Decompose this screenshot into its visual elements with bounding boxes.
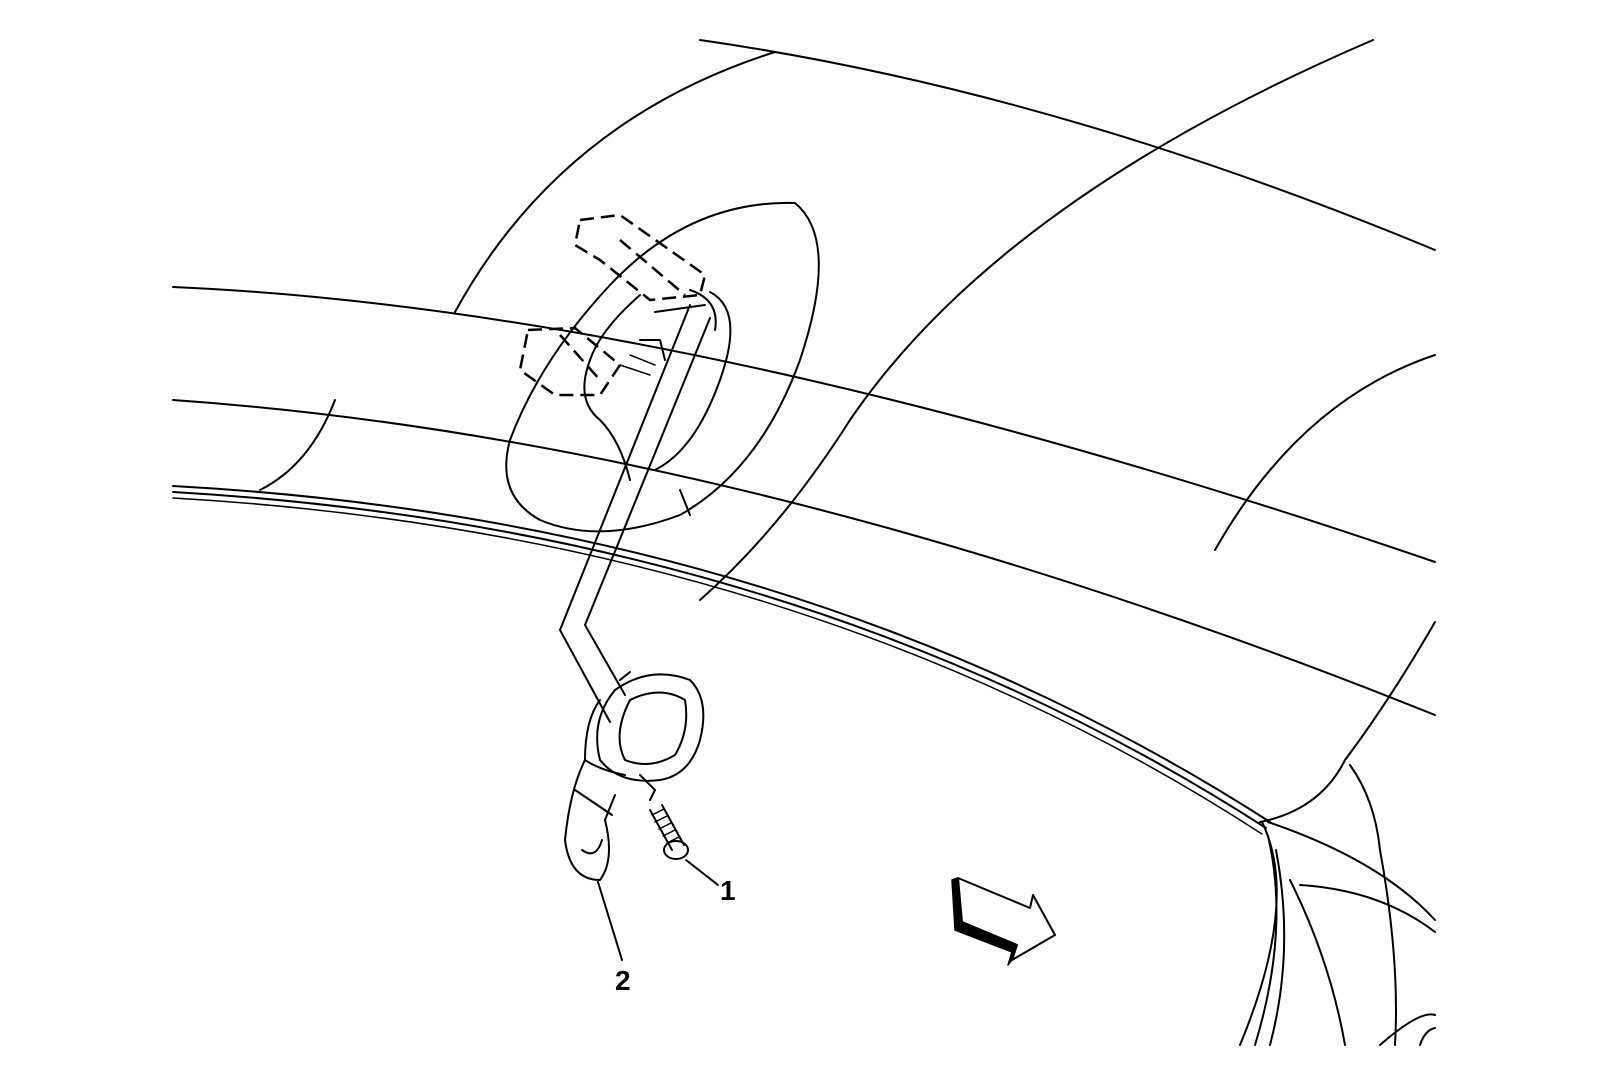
mirror-stem <box>559 304 711 723</box>
callout-1: 1 <box>720 875 736 906</box>
vehicle-body-outline <box>172 39 1436 1046</box>
inside-rearview-mirror <box>564 671 705 881</box>
mirror-mount-area <box>505 201 820 533</box>
callout-2: 2 <box>615 965 631 996</box>
direction-arrow-icon <box>951 877 1056 966</box>
callout-leaders <box>597 859 719 961</box>
mounting-bolt <box>649 804 689 860</box>
